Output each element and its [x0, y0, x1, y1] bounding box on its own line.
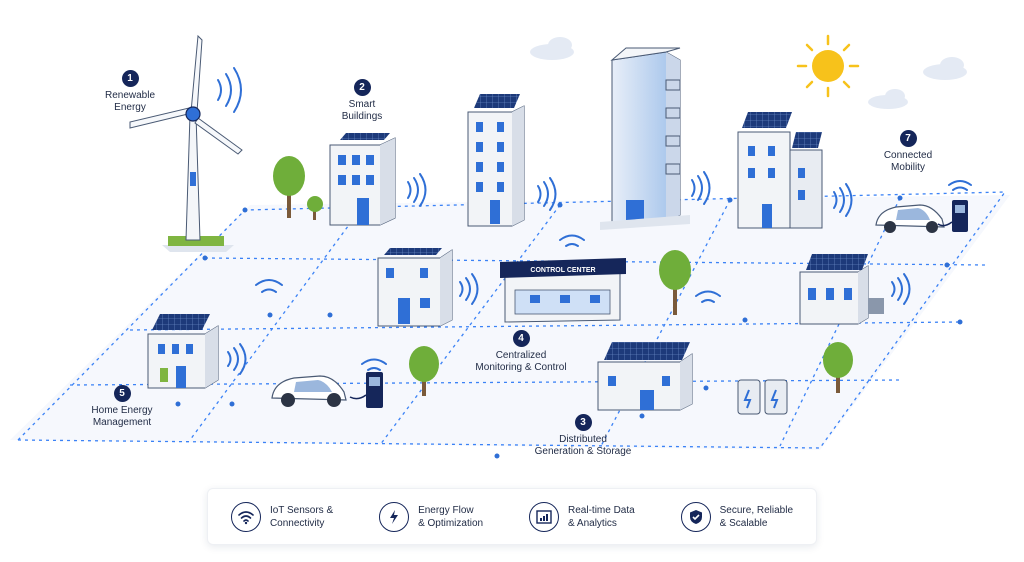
callout-label: Centralized Monitoring & Control — [475, 350, 567, 373]
legend-label: IoT Sensors & Connectivity — [269, 504, 334, 529]
shield-check-icon — [680, 501, 711, 532]
legend-label: Secure, Reliable & Scalable — [719, 504, 794, 529]
callout-label: Distributed Generation & Storage — [534, 434, 632, 457]
lightning-icon — [379, 501, 410, 532]
small-house — [377, 248, 479, 327]
wifi-signal-icon — [255, 234, 721, 371]
legend-item-iot: IoT Sensors & Connectivity — [230, 501, 334, 532]
feature-legend: IoT Sensors & Connectivity Energy Flow &… — [207, 488, 817, 545]
network-nodes — [115, 195, 963, 459]
legend-item-analytics: Real-time Data & Analytics — [529, 501, 635, 532]
apartment-building — [467, 94, 557, 227]
bar-chart-icon — [529, 501, 560, 532]
legend-label: Energy Flow & Optimization — [418, 504, 484, 529]
callout-smart-buildings: 2 Smart Buildings — [332, 79, 392, 123]
callout-number: 5 — [113, 385, 131, 402]
callout-centralized-monitoring: 4 Centralized Monitoring & Control — [464, 330, 578, 374]
legend-label: Real-time Data & Analytics — [568, 504, 635, 529]
callout-number: 3 — [574, 414, 592, 431]
office-tower — [600, 47, 711, 230]
callout-renewable-energy: 1 Renewable Energy — [100, 70, 160, 114]
tree — [307, 196, 323, 220]
legend-item-secure: Secure, Reliable & Scalable — [680, 501, 794, 532]
smart-building — [329, 133, 427, 226]
electric-car — [271, 375, 347, 407]
sun-icon — [796, 34, 860, 98]
callout-label: Renewable Energy — [104, 90, 156, 113]
distributed-generation-building — [597, 342, 693, 411]
callout-home-energy-management: 5 Home Energy Management — [82, 385, 162, 429]
ev-charger — [349, 372, 383, 408]
tree — [273, 156, 305, 218]
control-center-building — [500, 258, 626, 323]
callout-number: 1 — [121, 70, 139, 87]
electric-car — [875, 204, 945, 233]
callout-label: Home Energy Management — [91, 405, 153, 428]
tree — [409, 346, 439, 396]
callout-label: Smart Buildings — [341, 99, 383, 122]
callout-label: Connected Mobility — [883, 150, 933, 173]
control-center-sign: CONTROL CENTER — [530, 267, 595, 274]
ev-charger — [937, 180, 972, 232]
wifi-icon — [230, 501, 261, 532]
tree — [823, 342, 853, 393]
callout-distributed-generation: 3 Distributed Generation & Storage — [526, 414, 640, 458]
battery-storage — [737, 379, 788, 415]
legend-item-energy-flow: Energy Flow & Optimization — [379, 501, 484, 532]
tree — [659, 250, 691, 315]
home-energy-house — [147, 314, 247, 389]
callout-number: 7 — [899, 130, 917, 147]
callout-connected-mobility: 7 Connected Mobility — [874, 130, 942, 174]
wind-turbine — [129, 34, 243, 252]
callout-number: 4 — [512, 330, 530, 347]
cloud-icon — [530, 37, 967, 109]
solar-building — [737, 112, 853, 229]
callout-number: 2 — [353, 79, 371, 96]
solar-house — [799, 254, 911, 325]
